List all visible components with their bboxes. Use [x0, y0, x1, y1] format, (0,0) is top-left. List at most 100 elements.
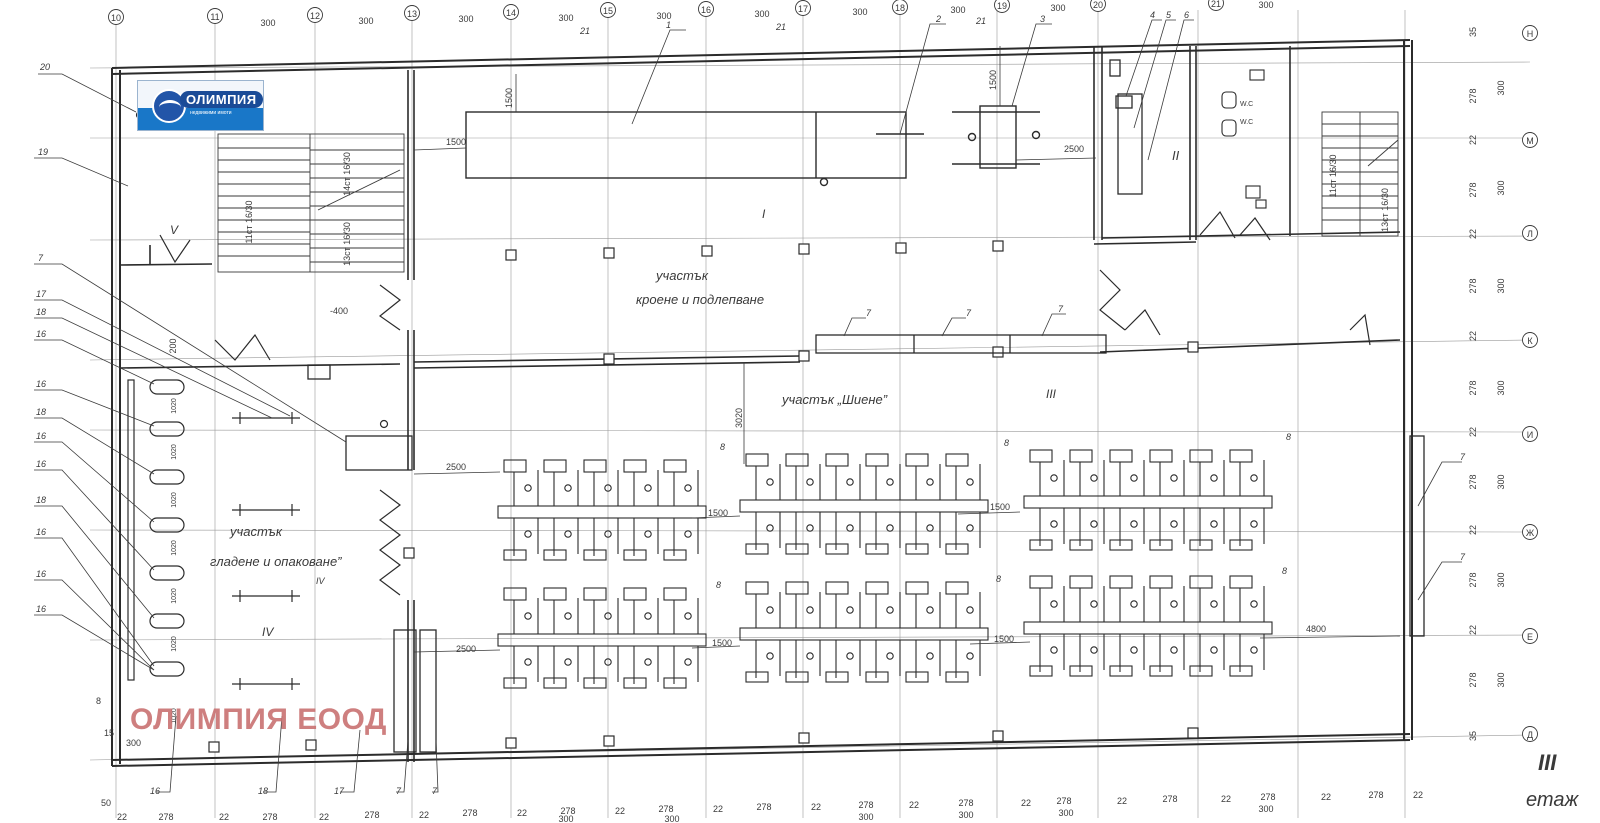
section-labels: участък кроене и подлепване участък „Шие… — [210, 268, 888, 569]
axis-label-18: 18 — [895, 3, 905, 13]
operator-seat — [684, 484, 692, 492]
operator-seat — [524, 530, 532, 538]
machine-bottom — [1149, 539, 1173, 551]
axis-label-20: 20 — [1093, 0, 1103, 10]
dim-bottom-300-4: 300 — [958, 810, 973, 820]
callout-16-d: 16 — [36, 459, 46, 469]
callout-7-b: 7 — [966, 308, 972, 318]
machine-top — [663, 459, 687, 473]
dim-bottom-300-3: 300 — [858, 812, 873, 822]
machine-top — [1069, 449, 1093, 463]
row-axis-label-e: Е — [1527, 632, 1533, 642]
machine-bottom — [663, 549, 687, 561]
row-axis-markers: Н М Л К И Ж Е Д — [1522, 25, 1538, 742]
operator-seat — [886, 652, 894, 660]
dim-bottom-22-8: 22 — [811, 802, 821, 812]
callout-8-a: 8 — [720, 442, 725, 452]
operator-seat — [684, 612, 692, 620]
operator-seat — [1090, 600, 1098, 608]
dim-right-22-4: 22 — [1468, 427, 1478, 437]
operator-seat — [1170, 646, 1178, 654]
operator-seat — [766, 652, 774, 660]
machine-top — [623, 587, 647, 601]
operator-seat — [886, 478, 894, 486]
operator-seat — [966, 524, 974, 532]
dim-right-22-3: 22 — [1468, 331, 1478, 341]
axis-label-12: 12 — [310, 11, 320, 21]
callout-6: 6 — [1184, 10, 1189, 20]
callout-16-b: 16 — [36, 379, 46, 389]
machine-bottom — [905, 543, 929, 555]
operator-seat — [524, 658, 532, 666]
dim-300-left: 300 — [126, 738, 141, 748]
operator-seat — [604, 612, 612, 620]
dim-4800: 4800 — [1306, 624, 1326, 634]
dim-bottom-22-5: 22 — [517, 808, 527, 818]
machine-top — [785, 453, 809, 467]
machine-top — [1149, 575, 1173, 589]
machine-bottom — [945, 543, 969, 555]
machine-top — [543, 587, 567, 601]
stair-label-left-b: 14ст 16/30 — [342, 152, 352, 196]
machine-top — [785, 581, 809, 595]
callout-16-g: 16 — [36, 604, 46, 614]
dim-bottom-22-12: 22 — [1221, 794, 1231, 804]
conveyor-table — [739, 627, 989, 641]
dim-bottom-22-9: 22 — [909, 800, 919, 810]
machine-bottom — [1189, 665, 1213, 677]
machine-top — [583, 459, 607, 473]
conveyor-table — [1023, 495, 1273, 509]
callout-19: 19 — [38, 147, 48, 157]
dim-bottom-22-7: 22 — [713, 804, 723, 814]
callout-16-c: 16 — [36, 431, 46, 441]
callout-7-c: 7 — [1058, 304, 1064, 314]
operator-seat — [926, 478, 934, 486]
section-sewing: участък „Шиене” — [781, 392, 888, 407]
dim-bottom-300-1: 300 — [558, 814, 573, 823]
dim-bottom-278-1: 278 — [158, 812, 173, 822]
doors — [159, 210, 1371, 596]
dim-1500-right-vertical: 1500 — [988, 70, 998, 90]
conveyor-table — [1023, 621, 1273, 635]
operator-seat — [644, 612, 652, 620]
dim-right-300-7: 300 — [1496, 672, 1506, 687]
stair-label-left-c: 13ст 16/30 — [342, 222, 352, 266]
operator-seat — [926, 524, 934, 532]
callout-16-bottom: 16 — [150, 786, 160, 796]
dim-right-300-2: 300 — [1496, 180, 1506, 195]
operator-seat — [1130, 474, 1138, 482]
axis-label-11: 11 — [210, 12, 219, 22]
dim-top-1: 300 — [260, 18, 275, 28]
operator-seat — [1170, 520, 1178, 528]
machine-bottom — [1229, 665, 1253, 677]
machine-top — [745, 453, 769, 467]
machine-top — [945, 453, 969, 467]
operator-seat — [1090, 646, 1098, 654]
operator-seat — [846, 524, 854, 532]
dim-15-left: 15 — [104, 728, 114, 738]
callout-18-c: 18 — [36, 495, 46, 505]
operator-seat — [684, 658, 692, 666]
machine-bottom — [905, 671, 929, 683]
bottom-dimensions: 50 22 278 22 278 22 278 22 278 22 278 30… — [101, 790, 1423, 823]
dim-bottom-22-11: 22 — [1117, 796, 1127, 806]
dim-2500-c: 2500 — [456, 644, 476, 654]
machine-top — [1229, 449, 1253, 463]
machine-top — [543, 459, 567, 473]
machine-bottom — [1029, 665, 1053, 677]
dim-right-278-7: 278 — [1468, 672, 1478, 687]
dim-1020-4: 1020 — [171, 540, 178, 556]
dim-right-300-6: 300 — [1496, 572, 1506, 587]
operator-seat — [1130, 520, 1138, 528]
operator-seat — [1130, 646, 1138, 654]
dim-bottom-22-3: 22 — [319, 812, 329, 822]
zone-label-iii: III — [1046, 387, 1057, 401]
callout-7-right-b: 7 — [1460, 552, 1466, 562]
dim-200: 200 — [168, 338, 178, 353]
machine-bottom — [503, 677, 527, 689]
axis-label-21: 21 — [1211, 0, 1221, 9]
conveyor-table — [497, 505, 707, 519]
dim-bottom-278-6: 278 — [658, 804, 673, 814]
section-cutting-line2: кроене и подлепване — [636, 292, 764, 307]
dim-1500-e: 1500 — [994, 634, 1014, 644]
